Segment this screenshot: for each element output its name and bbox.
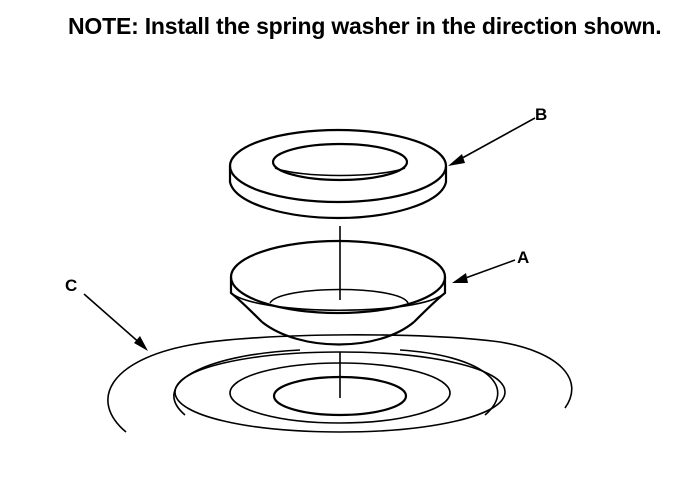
label-a: A (517, 248, 529, 267)
flat-washer-b (228, 128, 448, 220)
label-b: B (535, 105, 547, 124)
leader-c (83, 293, 148, 351)
leader-a (452, 259, 516, 283)
base-surface-c (107, 334, 573, 433)
leader-b (448, 117, 536, 166)
label-c: C (65, 276, 77, 295)
note-text: NOTE: Install the spring washer in the d… (68, 13, 662, 39)
spring-washer-a (229, 239, 447, 346)
